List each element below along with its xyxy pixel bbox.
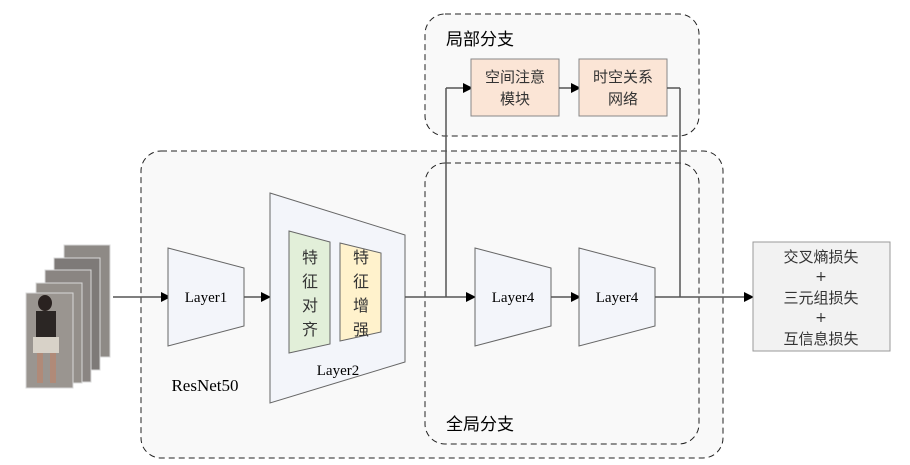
feature-enhance-char: 特 — [353, 248, 369, 267]
backbone-label: ResNet50 — [171, 376, 238, 395]
spatiotemporal-line1: 时空关系 — [593, 68, 653, 86]
loss-line: 互信息损失 — [783, 330, 858, 348]
spatiotemporal-line2: 网络 — [608, 90, 638, 108]
loss-block — [752, 241, 891, 352]
feature-enhance-char: 征 — [353, 272, 369, 291]
feature-enhance-char: 强 — [353, 320, 369, 339]
loss-line: 交叉熵损失 — [783, 248, 858, 266]
feature-enhance-char: 增 — [353, 296, 369, 315]
global-branch-label: 全局分支 — [446, 415, 514, 435]
feature-enhance-block — [339, 242, 382, 342]
layer4a-label: Layer4 — [492, 290, 535, 306]
loss-line: + — [815, 310, 827, 326]
local-branch-label: 局部分支 — [446, 30, 514, 50]
layer2-label: Layer2 — [317, 363, 359, 379]
person-leg — [50, 353, 56, 383]
person-leg — [37, 353, 43, 383]
layer4b-block — [578, 247, 656, 347]
feature-align-block — [288, 230, 331, 354]
spatial-attention-line1: 空间注意 — [485, 68, 545, 86]
feature-align-char: 齐 — [302, 320, 318, 339]
feature-align-char: 对 — [302, 296, 318, 315]
input-frames — [25, 244, 111, 389]
layer1-label: Layer1 — [185, 290, 227, 306]
person-torso — [36, 311, 56, 337]
layer4a-block — [474, 247, 552, 347]
global-branch-container — [424, 162, 700, 445]
spatial-attention-line2: 模块 — [500, 90, 530, 108]
layer1-block — [167, 247, 245, 347]
feature-align-char: 特 — [302, 248, 318, 267]
person-skirt — [33, 337, 59, 353]
feature-align-char: 征 — [302, 272, 318, 291]
spatiotemporal-block — [578, 58, 668, 117]
layer4b-label: Layer4 — [596, 290, 639, 306]
person-head — [38, 295, 52, 311]
loss-line: + — [815, 269, 827, 285]
loss-line: 三元组损失 — [783, 289, 858, 307]
